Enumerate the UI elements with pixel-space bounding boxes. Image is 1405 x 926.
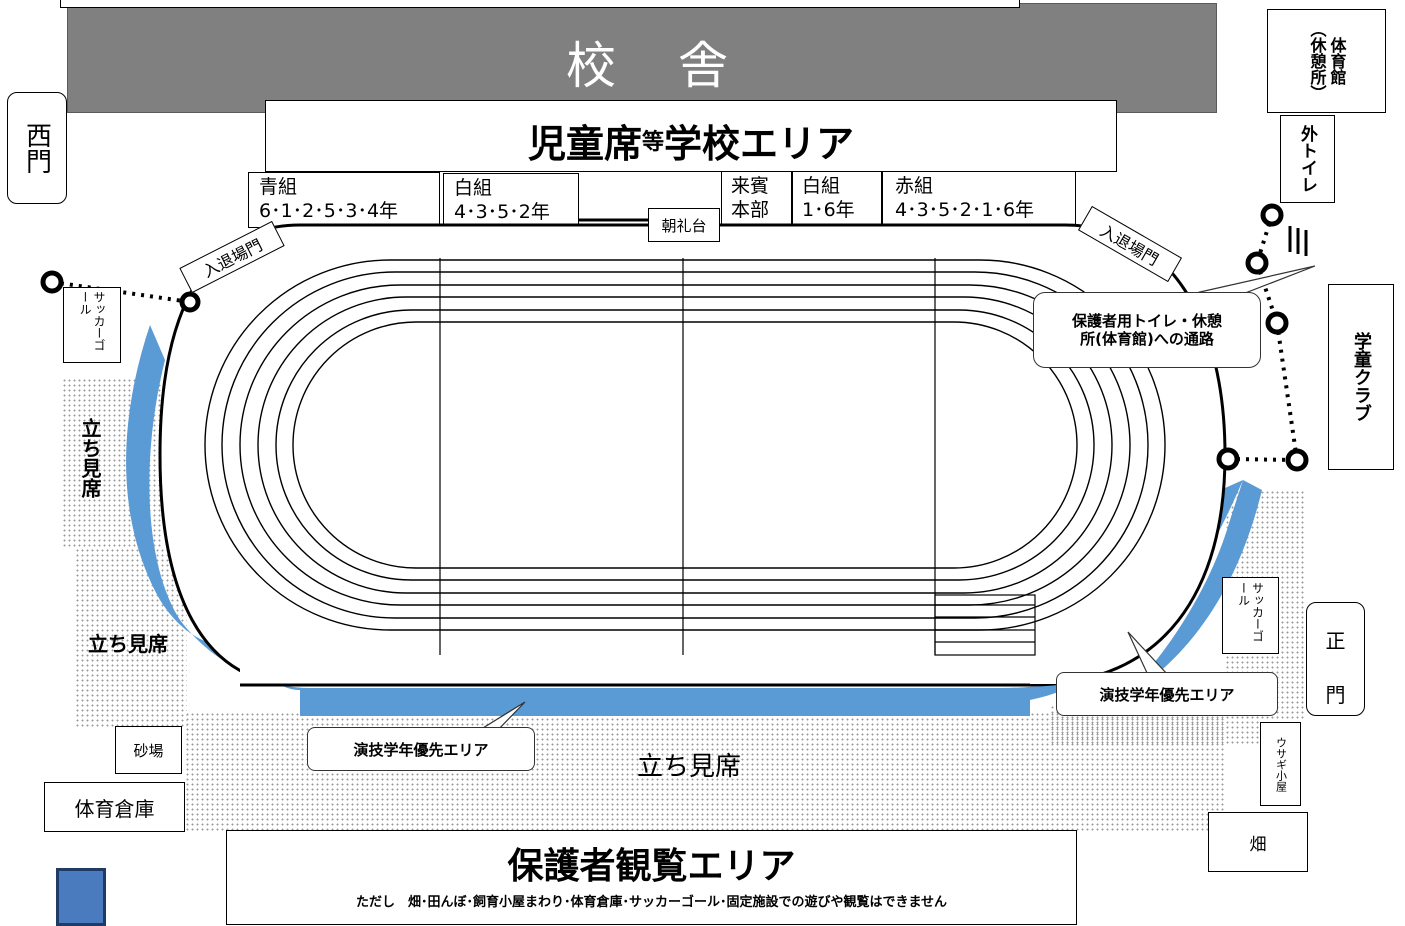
team-block-guests-sub: 本部	[731, 199, 770, 221]
gymnasium-label: 体育館	[1327, 37, 1347, 85]
route-nodes	[40, 203, 1309, 472]
team-block-guests: 来賓 本部	[721, 171, 792, 227]
main-gate-char1: 正	[1325, 629, 1346, 653]
route-callout-line1: 保護者用トイレ・休憩	[1071, 312, 1222, 330]
team-block-blue: 青組 6･1･2･5･3･4年	[248, 172, 440, 228]
podium-label: 朝礼台	[661, 216, 707, 235]
team-block-red-grades: 4･3･5･2･1･6年	[895, 199, 1035, 221]
standing-area-label-bottom: 立ち見席	[637, 752, 742, 782]
standing-area-left-lower	[75, 548, 187, 728]
student-area-label: 児童席等学校エリア	[265, 112, 1117, 168]
field-label: 畑	[1249, 834, 1267, 855]
afterschool-club-label: 学童クラブ	[1351, 332, 1372, 422]
team-block-white-1-name: 白組	[454, 177, 493, 199]
rabbit-hut-label: ウサギ小屋	[1274, 736, 1288, 792]
standing-area-label-left: 立ち見席	[78, 418, 102, 498]
rabbit-hut: ウサギ小屋	[1260, 722, 1301, 806]
team-block-blue-grades: 6･1･2･5･3･4年	[259, 200, 399, 222]
student-area-label-small: 等	[641, 130, 664, 155]
team-block-blue-name: 青組	[259, 176, 298, 198]
building-top-line	[60, 0, 1020, 8]
west-gate: 西門	[7, 92, 67, 204]
student-area	[265, 100, 1117, 172]
field: 畑	[1208, 812, 1308, 872]
soccer-goal-right-label: サッカーゴール	[1236, 581, 1265, 642]
legend-square	[56, 868, 106, 926]
soccer-goal-left-label: サッカーゴール	[78, 291, 106, 351]
outside-toilet-label: 外トイレ	[1297, 125, 1317, 193]
gym-storage: 体育倉庫	[44, 782, 185, 832]
team-block-guests-name: 来賓	[731, 175, 770, 197]
priority-area-right-callout: 演技学年優先エリア	[1056, 672, 1278, 716]
west-gate-label: 西門	[21, 122, 52, 174]
soccer-goal-left: サッカーゴール	[63, 287, 121, 363]
priority-area-left-callout: 演技学年優先エリア	[307, 727, 535, 771]
track-lanes	[204, 259, 1166, 631]
parent-area: 保護者観覧エリア ただし 畑･田んぼ･飼育小屋まわり･体育倉庫･サッカーゴール･…	[226, 830, 1077, 925]
team-block-red: 赤組 4･3･5･2･1･6年	[882, 171, 1076, 227]
priority-area-left-label: 演技学年優先エリア	[353, 740, 489, 759]
team-block-white-2-grades: 1･6年	[802, 199, 855, 221]
team-block-white-1-grades: 4･3･5･2年	[454, 201, 550, 223]
parent-area-note: ただし 畑･田んぼ･飼育小屋まわり･体育倉庫･サッカーゴール･固定施設での遊びや…	[355, 895, 948, 910]
team-block-red-name: 赤組	[895, 175, 934, 197]
main-gate: 正 門	[1306, 602, 1365, 716]
sandbox: 砂場	[115, 726, 182, 774]
crossing-marks	[1288, 226, 1308, 256]
outside-toilet: 外トイレ	[1280, 115, 1335, 203]
school-building-label: 校 舎	[566, 37, 734, 95]
soccer-goal-right: サッカーゴール	[1222, 577, 1279, 654]
podium: 朝礼台	[648, 208, 720, 242]
student-area-label-b: 学校エリア	[664, 121, 855, 166]
team-block-white-2-name: 白組	[802, 175, 841, 197]
student-area-label-a: 児童席	[527, 121, 642, 166]
gymnasium-sub-label: （休憩所）	[1307, 21, 1327, 101]
afterschool-club: 学童クラブ	[1328, 284, 1394, 470]
main-gate-char2: 門	[1325, 683, 1346, 707]
priority-band-right	[1130, 480, 1262, 690]
route-callout: 保護者用トイレ・休憩 所(体育館)への通路	[1033, 292, 1261, 368]
track-dividers	[439, 258, 1036, 656]
route-callout-line2: 所(体育館)への通路	[1080, 330, 1214, 348]
standing-area-label-middle: 立ち見席	[88, 632, 168, 656]
sandbox-label: 砂場	[133, 741, 164, 760]
parent-area-title: 保護者観覧エリア	[507, 846, 796, 887]
priority-area-right-label: 演技学年優先エリア	[1099, 685, 1235, 704]
gym-storage-label: 体育倉庫	[74, 796, 155, 821]
gymnasium: （休憩所） 体育館	[1267, 9, 1386, 113]
